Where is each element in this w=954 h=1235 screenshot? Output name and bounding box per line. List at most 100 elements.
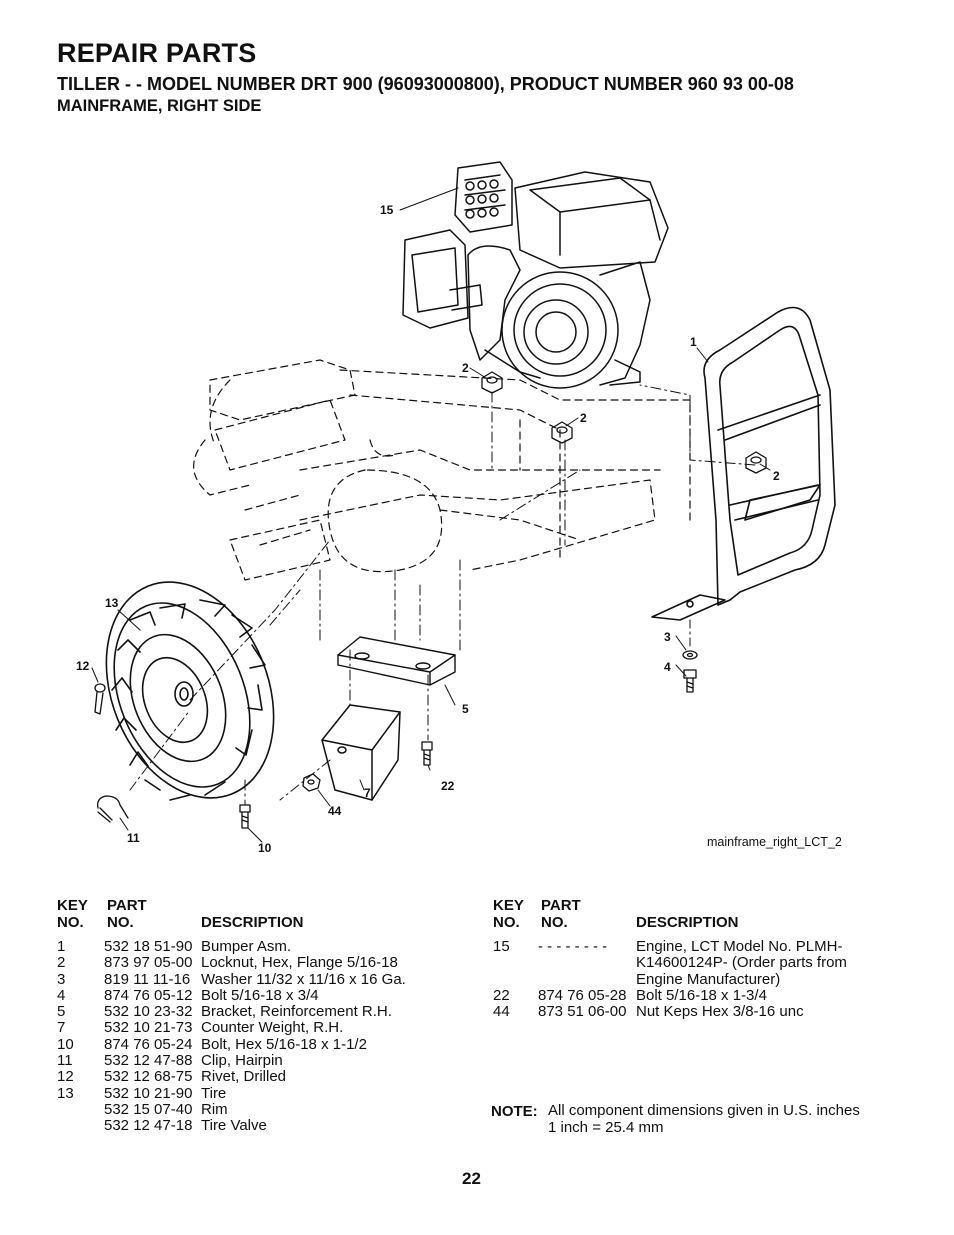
table-row: Engine Manufacturer) [493,970,913,988]
part-cell: 874 76 05-28 [538,986,627,1004]
hdr-part-no: NO. [541,914,568,931]
table-row: 532 12 47-18 Tire Valve [57,1117,477,1135]
drilled-rivet [94,683,106,715]
callout-4: 4 [664,660,671,674]
part-cell: 532 10 21-73 [104,1019,193,1037]
key-cell: 3 [57,970,66,988]
hdr-part-no: NO. [107,914,134,931]
hdr-key: KEY [493,897,524,914]
desc-cell: Tire Valve [201,1117,267,1135]
key-cell: 11 [57,1052,73,1070]
hdr-description: DESCRIPTION [201,914,304,931]
table-row: 2 873 97 05-00 Locknut, Hex, Flange 5/16-1… [57,954,477,972]
table-row: 15- - - - - - - -Engine, LCT Model No. P… [493,938,913,955]
key-cell: 1 [57,938,66,955]
table-row: K14600124P- (Order parts from [493,954,913,972]
callout-5: 5 [462,702,469,716]
counter-weight [321,704,401,801]
callout-2a: 2 [462,361,469,375]
desc-cell: Bolt 5/16-18 x 1-3/4 [636,986,767,1004]
desc-cell: Locknut, Hex, Flange 5/16-18 [201,954,398,972]
section-heading: MAINFRAME, RIGHT SIDE [57,97,262,115]
table-row: 5 532 10 23-32 Bracket, Reinforcement R.H. [57,1003,477,1021]
desc-cell: K14600124P- (Order parts from [636,954,847,972]
part-cell: 532 12 47-88 [104,1052,193,1070]
tire-and-wheel [105,581,275,801]
part-cell: 532 12 47-18 [104,1117,193,1135]
part-cell: 532 10 23-32 [104,1003,193,1021]
table-left-header: KEY PART NO. NO. DESCRIPTION [57,897,477,933]
page-number: 22 [462,1169,481,1188]
engine [402,161,669,389]
assembly-centerlines [129,469,581,806]
table-right-header: KEY PART NO. NO. DESCRIPTION [493,897,913,933]
desc-cell: Bracket, Reinforcement R.H. [201,1003,392,1021]
desc-cell: Nut Keps Hex 3/8-16 unc [636,1003,804,1021]
part-cell: 819 11 11-16 [104,970,191,988]
note-line-2: 1 inch = 25.4 mm [548,1118,664,1136]
table-row: 12 532 12 68-75 Rivet, Drilled [57,1068,477,1086]
desc-cell: Rim [201,1100,228,1118]
part-cell: 873 97 05-00 [104,954,193,972]
parts-table-right: 15- - - - - - - -Engine, LCT Model No. P… [493,938,913,1021]
desc-cell: Rivet, Drilled [201,1068,287,1086]
hdr-key: KEY [57,897,88,914]
note-text: All component dimensions given in U.S. i… [548,1102,860,1136]
callout-leaders [91,187,771,843]
desc-cell: Tire [201,1084,227,1102]
callout-2c: 2 [773,469,780,483]
key-cell: 10 [57,1035,74,1053]
key-cell: 13 [57,1084,74,1102]
part-cell: 873 51 06-00 [538,1003,627,1021]
desc-cell: Bolt 5/16-18 x 3/4 [201,986,319,1004]
hdr-part: PART [107,897,147,914]
engine-mount-lines [491,384,756,546]
desc-cell: Clip, Hairpin [201,1052,283,1070]
part-cell: 874 76 05-24 [104,1035,193,1053]
callout-12: 12 [76,659,90,673]
table-row: 44 873 51 06-00 Nut Keps Hex 3/8-16 unc [493,1003,913,1021]
exploded-parts-diagram: 15 1 2 2 2 13 12 3 4 5 22 7 44 11 10 mai… [76,161,842,855]
part-cell: 532 12 68-75 [104,1068,193,1086]
page-title: REPAIR PARTS [57,38,257,68]
callout-labels: 15 1 2 2 2 13 12 3 4 5 22 7 44 11 10 mai… [76,203,842,855]
callout-10: 10 [258,841,272,855]
key-cell: 7 [57,1019,66,1037]
washer-and-bolt [682,619,698,693]
callout-15: 15 [380,203,394,217]
desc-cell: Engine, LCT Model No. PLMH- [636,938,843,955]
bolts-and-nuts [239,741,433,829]
callout-2b: 2 [580,411,587,425]
part-cell: 532 10 21-90 [104,1084,193,1102]
part-cell: 874 76 05-12 [104,986,193,1004]
tine-assembly-outline [193,359,691,581]
table-row: 13 532 10 21-90 Tire [57,1084,477,1102]
reinforcement-bracket [337,636,456,686]
table-row: 4 874 76 05-12 Bolt 5/16-18 x 3/4 [57,986,477,1004]
page-subtitle: TILLER - - MODEL NUMBER DRT 900 (9609300… [57,74,794,94]
note-line-1: All component dimensions given in U.S. i… [548,1102,860,1119]
bumper-assembly [651,306,836,621]
hairpin-clip [97,795,129,823]
callout-44: 44 [328,804,342,818]
desc-cell: Engine Manufacturer) [636,970,781,988]
key-cell: 15 [493,938,510,955]
key-cell: 44 [493,1003,510,1021]
desc-cell: Bolt, Hex 5/16-18 x 1-1/2 [201,1035,367,1053]
key-cell: 2 [57,954,66,972]
hdr-part: PART [541,897,581,914]
key-cell: 12 [57,1068,74,1086]
hdr-description: DESCRIPTION [636,914,739,931]
desc-cell: Washer 11/32 x 11/16 x 16 Ga. [201,970,406,988]
hdr-no: NO. [493,914,520,931]
key-cell: 5 [57,1003,66,1021]
table-row: 11 532 12 47-88 Clip, Hairpin [57,1052,477,1070]
hdr-no: NO. [57,914,84,931]
callout-1: 1 [690,335,697,349]
key-cell: 4 [57,986,66,1004]
figure-id: mainframe_right_LCT_2 [707,835,842,849]
